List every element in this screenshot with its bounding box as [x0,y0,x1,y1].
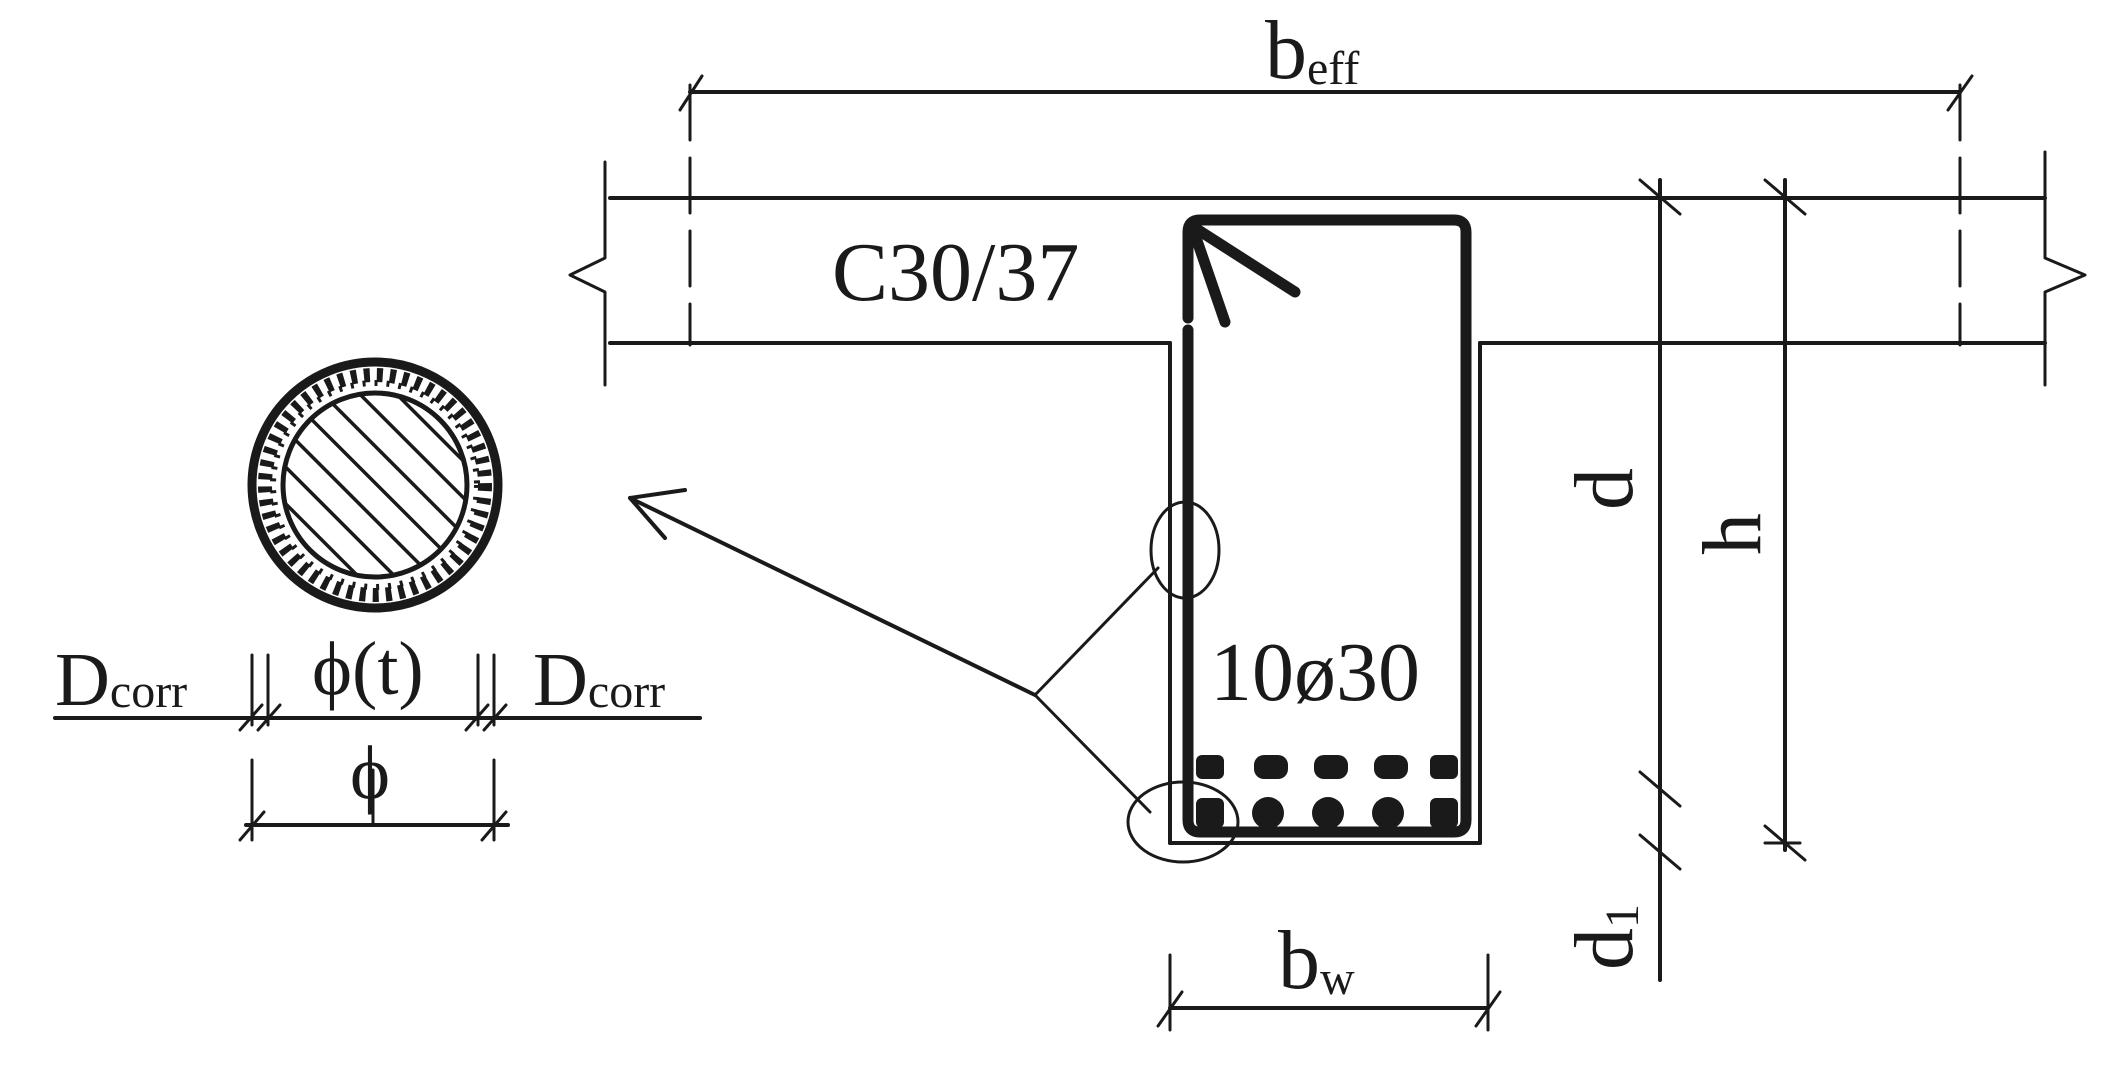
dcorr-right-label: Dcorr [533,638,665,722]
rebar-spec-label: 10ø30 [1210,626,1420,719]
phi-dimension [238,758,510,842]
bw-label: bw [1278,914,1355,1007]
phi-t-label: ϕ(t) [312,627,424,711]
beff-label: beff [1265,4,1359,97]
rebar-top-row [1196,755,1458,779]
d-dimension [1638,178,1682,982]
d-label: d [1558,468,1651,510]
detail-callout-bar [1126,780,1240,864]
beff-dimension [678,74,1974,112]
dcorr-left-label: Dcorr [55,638,187,722]
h-dimension [1763,178,1807,862]
h-label: h [1686,513,1779,555]
concrete-class-label: C30/37 [832,226,1079,319]
phi-label: ϕ [350,731,390,815]
left-break-mark [568,160,607,387]
rebar-bottom-row [1196,797,1458,829]
corroded-bar-detail [247,357,503,613]
detail-callout-stirrup [1149,500,1221,600]
stirrup [1182,214,1472,838]
bw-dimension [1156,953,1502,1032]
d1-label: d1 [1558,904,1651,970]
flange-outline [608,196,2047,345]
callout-leader [628,488,1160,814]
corrosion-dimension [53,653,702,732]
right-break-mark [2043,150,2087,387]
